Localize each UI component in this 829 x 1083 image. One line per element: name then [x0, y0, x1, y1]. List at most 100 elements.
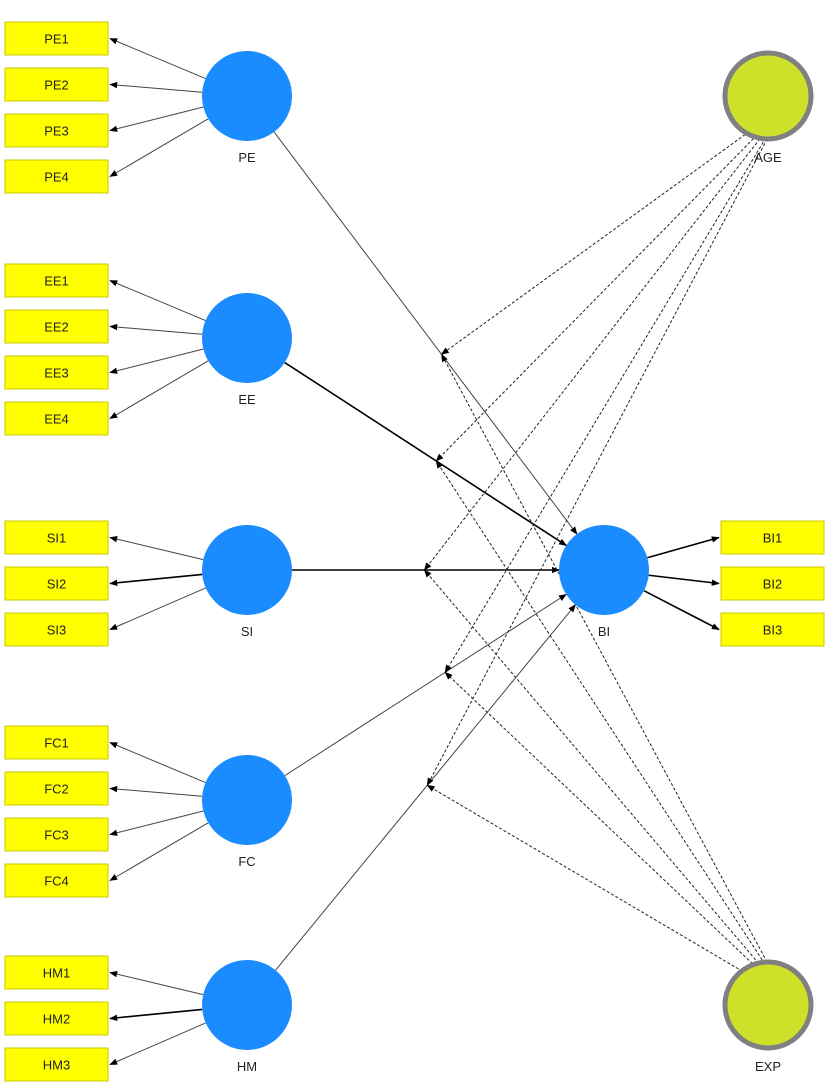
indicator-box [4, 817, 109, 852]
latent-bi-circle[interactable] [559, 525, 649, 615]
indicator-box [4, 355, 109, 390]
moderation-age-pe-bi [440, 122, 762, 355]
indicator-ee2[interactable]: EE2 [4, 309, 109, 344]
indicator-label: EE3 [44, 366, 69, 381]
indicator-label: PE2 [44, 78, 69, 93]
construct-age[interactable]: AGE [722, 50, 814, 165]
indicator-label: FC3 [44, 828, 69, 843]
indicator-si1[interactable]: SI1 [4, 520, 109, 555]
moderation-exp-ee-bi [435, 460, 769, 969]
indicator-si2[interactable]: SI2 [4, 566, 109, 601]
construct-exp[interactable]: EXP [722, 959, 814, 1074]
indicator-pe3[interactable]: PE3 [4, 113, 109, 148]
indicator-pe2[interactable]: PE2 [4, 67, 109, 102]
loading-fc1 [109, 742, 206, 784]
loading-pe2 [109, 81, 203, 93]
indicator-box [4, 520, 109, 555]
moderation-exp-si-bi [423, 569, 766, 972]
indicator-pe1[interactable]: PE1 [4, 21, 109, 56]
latent-ee-circle[interactable] [202, 293, 292, 383]
indicator-bi3[interactable]: BI3 [720, 612, 825, 647]
indicator-label: HM3 [43, 1058, 70, 1073]
latent-fc-circle[interactable] [202, 755, 292, 845]
indicator-fc1[interactable]: FC1 [4, 725, 109, 760]
path-fc-bi [284, 593, 567, 777]
loading-hm3 [109, 1022, 206, 1065]
indicator-box [4, 955, 109, 990]
indicator-fc2[interactable]: FC2 [4, 771, 109, 806]
indicator-box [4, 612, 109, 647]
indicator-hm3[interactable]: HM3 [4, 1047, 109, 1082]
loading-bi2 [648, 574, 720, 586]
indicator-label: SI2 [47, 577, 67, 592]
loading-si1 [109, 536, 204, 561]
loading-fc2 [109, 785, 203, 797]
moderation-exp-pe-bi [441, 353, 770, 967]
moderation-age-si-bi [423, 130, 767, 571]
indicator-ee1[interactable]: EE1 [4, 263, 109, 298]
loading-hm2 [109, 1008, 203, 1021]
indicator-bi2[interactable]: BI2 [720, 566, 825, 601]
loading-ee4 [109, 360, 209, 419]
latent-si-circle[interactable] [202, 525, 292, 615]
indicator-box [720, 520, 825, 555]
indicator-label: SI3 [47, 623, 67, 638]
construct-label-age: AGE [754, 150, 782, 165]
indicator-hm1[interactable]: HM1 [4, 955, 109, 990]
indicator-bi1[interactable]: BI1 [720, 520, 825, 555]
indicator-box [720, 612, 825, 647]
loading-pe4 [109, 118, 209, 177]
loading-pe3 [109, 106, 204, 132]
path-ee-bi [284, 361, 567, 547]
loading-fc3 [109, 810, 204, 836]
loading-fc4 [109, 822, 209, 881]
indicator-box [4, 863, 109, 898]
indicator-box [4, 771, 109, 806]
indicator-label: HM2 [43, 1012, 70, 1027]
indicator-pe4[interactable]: PE4 [4, 159, 109, 194]
loading-si3 [109, 587, 206, 630]
construct-label-bi: BI [598, 624, 610, 639]
indicator-label: PE4 [44, 170, 69, 185]
indicator-box [4, 21, 109, 56]
latent-pe-circle[interactable] [202, 51, 292, 141]
indicator-label: BI2 [763, 577, 783, 592]
indicator-fc3[interactable]: FC3 [4, 817, 109, 852]
indicator-label: PE1 [44, 32, 69, 47]
loading-ee3 [109, 348, 204, 374]
indicator-ee4[interactable]: EE4 [4, 401, 109, 436]
loading-ee2 [109, 323, 203, 335]
indicator-box [4, 725, 109, 760]
loading-si2 [109, 573, 203, 586]
indicator-label: EE4 [44, 412, 69, 427]
moderation-age-hm-bi [426, 134, 770, 787]
moderation-exp-hm-bi [426, 784, 761, 983]
indicator-label: FC1 [44, 736, 69, 751]
indicator-si3[interactable]: SI3 [4, 612, 109, 647]
path-hm-bi [275, 604, 576, 971]
indicator-label: PE3 [44, 124, 69, 139]
indicator-hm2[interactable]: HM2 [4, 1001, 109, 1036]
moderation-age-ee-bi [435, 127, 765, 462]
indicator-box [720, 566, 825, 601]
latent-hm-circle[interactable] [202, 960, 292, 1050]
moderation-exp-fc-bi [444, 671, 764, 975]
indicator-ee3[interactable]: EE3 [4, 355, 109, 390]
edges-layer [109, 38, 770, 1065]
moderator-exp-circle[interactable] [722, 959, 814, 1051]
construct-label-fc: FC [238, 854, 255, 869]
indicator-box [4, 113, 109, 148]
indicator-fc4[interactable]: FC4 [4, 863, 109, 898]
construct-label-exp: EXP [755, 1059, 781, 1074]
indicator-label: BI3 [763, 623, 783, 638]
moderator-age-circle[interactable] [722, 50, 814, 142]
loading-hm1 [109, 971, 204, 996]
